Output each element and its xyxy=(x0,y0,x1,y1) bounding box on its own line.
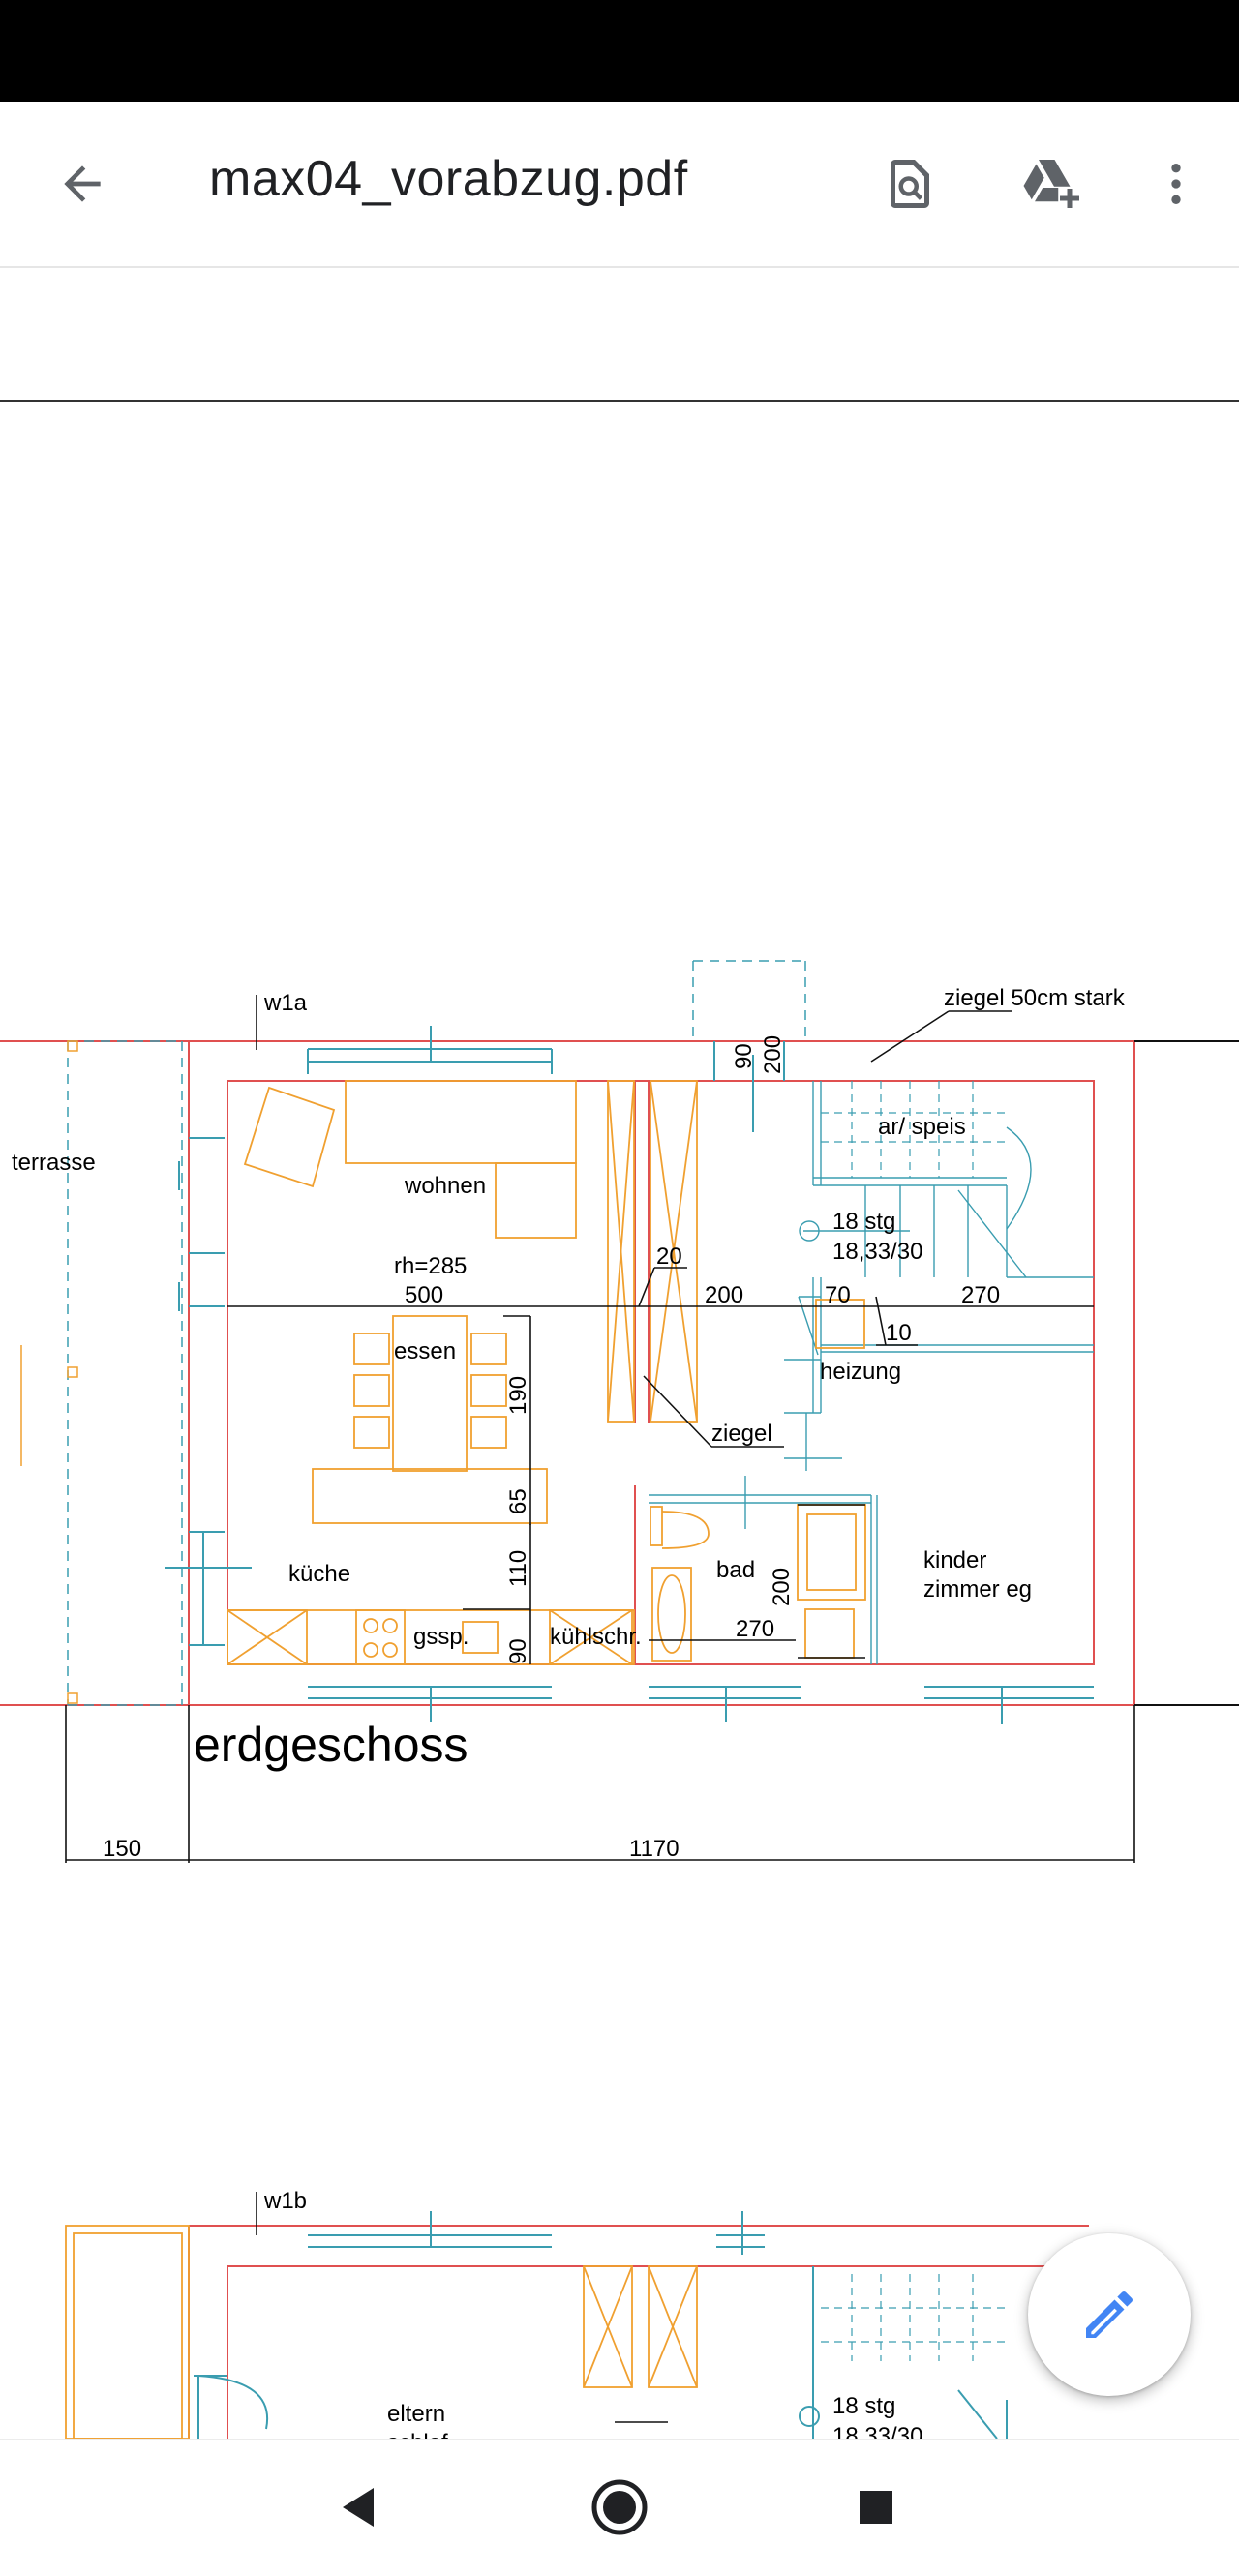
furniture xyxy=(227,1080,866,1665)
label-eltern: eltern xyxy=(387,2401,445,2427)
system-nav-bar xyxy=(0,2439,1239,2576)
label-wall-note: ziegel 50cm stark xyxy=(944,985,1126,1011)
more-options-button[interactable] xyxy=(1133,140,1220,227)
dim-150: 150 xyxy=(103,1836,141,1862)
nav-home-button[interactable] xyxy=(581,2469,658,2546)
dim-10: 10 xyxy=(886,1320,912,1346)
pdf-viewer[interactable]: w1a ziegel 50cm stark terrasse wohnen ar… xyxy=(0,268,1239,2439)
dim-500: 500 xyxy=(405,1282,443,1308)
floor-title-erdgeschoss: erdgeschoss xyxy=(194,1718,468,1772)
nav-recents-icon xyxy=(860,2491,892,2524)
label-wohnen: wohnen xyxy=(404,1173,486,1199)
dim-110: 110 xyxy=(505,1550,531,1587)
label-terrasse: terrasse xyxy=(12,1150,96,1176)
label-stairs-upper: 18 stg xyxy=(832,2393,895,2419)
dim-200-top: 200 xyxy=(760,1035,786,1074)
add-to-drive-button[interactable] xyxy=(1007,140,1094,227)
add-to-drive-icon xyxy=(1023,160,1079,208)
dimension-lines xyxy=(65,995,1135,1863)
file-name-title: max04_vorabzug.pdf xyxy=(209,151,688,207)
nav-recents-button[interactable] xyxy=(837,2469,915,2546)
back-button[interactable] xyxy=(39,140,126,227)
find-in-page-icon xyxy=(891,160,929,208)
ground-floor-labels: w1a ziegel 50cm stark terrasse wohnen ar… xyxy=(12,985,1126,1862)
nav-back-icon xyxy=(343,2488,374,2527)
upper-floor-walls xyxy=(188,2225,1089,2439)
outer-walls xyxy=(0,1040,1137,1706)
status-bar xyxy=(0,0,1239,102)
edit-fab-button[interactable] xyxy=(1028,2233,1191,2396)
label-gssp: gssp. xyxy=(413,1624,468,1650)
arrow-back-icon xyxy=(64,165,101,202)
label-stairs-ratio-upper: 18,33/30 xyxy=(832,2423,922,2439)
label-stairs-ratio: 18,33/30 xyxy=(832,1239,922,1265)
label-w1a: w1a xyxy=(263,990,308,1016)
label-stairs: 18 stg xyxy=(832,1209,895,1235)
dim-200-bad: 200 xyxy=(769,1568,795,1606)
label-ziegel: ziegel xyxy=(711,1421,772,1447)
floor-plan-drawing: w1a ziegel 50cm stark terrasse wohnen ar… xyxy=(0,400,1239,2439)
dim-20: 20 xyxy=(656,1243,682,1270)
upper-floor-labels: w1b eltern schlaf 18 stg 18,33/30 xyxy=(263,2188,922,2439)
more-vert-icon xyxy=(1171,164,1181,204)
label-w1b: w1b xyxy=(263,2188,307,2214)
label-essen: essen xyxy=(394,1338,456,1364)
dim-65: 65 xyxy=(505,1488,531,1514)
dim-1170: 1170 xyxy=(629,1836,680,1862)
nav-back-button[interactable] xyxy=(319,2469,397,2546)
label-kinderzimmer-line2: zimmer eg xyxy=(923,1576,1032,1603)
label-ar-speis: ar/ speis xyxy=(878,1114,966,1140)
dim-90-bottom: 90 xyxy=(505,1638,531,1664)
dim-270-bad: 270 xyxy=(736,1616,774,1642)
dim-70: 70 xyxy=(825,1282,851,1308)
edit-pencil-icon xyxy=(1086,2291,1133,2338)
label-schlaf: schlaf xyxy=(387,2430,448,2439)
nav-home-icon xyxy=(591,2479,648,2535)
app-bar: max04_vorabzug.pdf xyxy=(0,102,1239,268)
label-kuehlschr: kühlschr. xyxy=(550,1624,642,1650)
dim-190: 190 xyxy=(505,1376,531,1415)
dim-90-top: 90 xyxy=(731,1043,757,1069)
label-heizung: heizung xyxy=(820,1359,901,1385)
dim-270-right: 270 xyxy=(961,1282,1000,1308)
terrace xyxy=(67,1040,183,1706)
label-kueche: küche xyxy=(288,1561,350,1587)
windows xyxy=(165,1026,1094,1724)
find-in-page-button[interactable] xyxy=(866,140,953,227)
label-kinderzimmer-line1: kinder xyxy=(923,1547,986,1573)
label-bad: bad xyxy=(716,1557,755,1583)
dim-200-mid: 200 xyxy=(705,1282,743,1308)
label-rh: rh=285 xyxy=(394,1253,467,1279)
